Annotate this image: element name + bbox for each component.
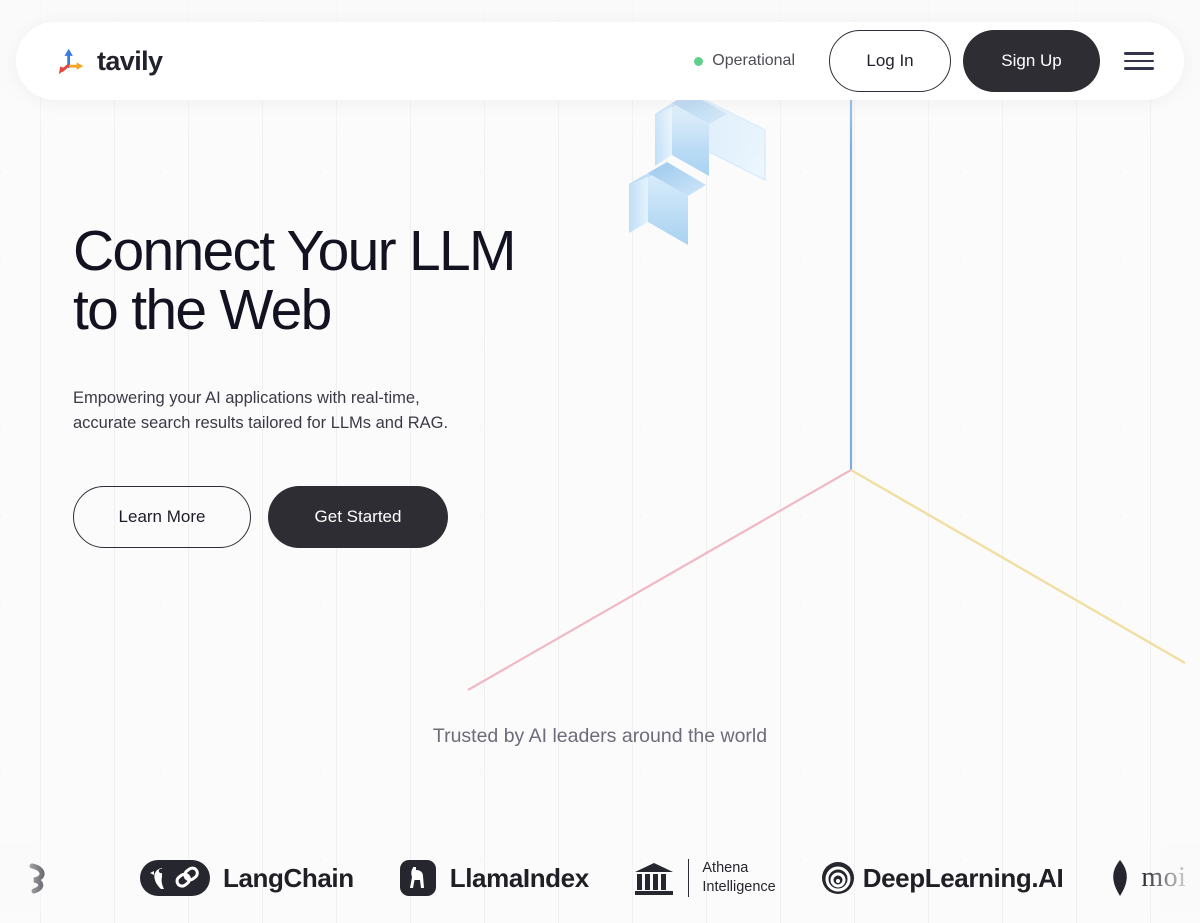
get-started-button[interactable]: Get Started bbox=[268, 486, 448, 548]
logo-label: moi bbox=[1141, 862, 1187, 893]
spiral-icon bbox=[821, 862, 854, 894]
logo-label: Athena Intelligence bbox=[702, 859, 775, 897]
log-in-button[interactable]: Log In bbox=[829, 30, 951, 92]
hamburger-bar bbox=[1124, 59, 1154, 63]
trusted-heading: Trusted by AI leaders around the world bbox=[432, 725, 768, 747]
logo-label: LlamaIndex bbox=[449, 862, 589, 893]
hamburger-bar bbox=[1124, 67, 1154, 70]
llama-square-icon bbox=[399, 860, 436, 896]
divider bbox=[687, 859, 690, 897]
list-item[interactable]: LangChain bbox=[140, 857, 354, 899]
list-item[interactable]: DeepLearning.AI bbox=[820, 860, 1064, 896]
brand-name: tavily bbox=[97, 45, 163, 76]
hero-title-line-2: to the Web bbox=[73, 278, 332, 342]
hero-subtitle-line-1: Empowering your AI applications with rea… bbox=[73, 389, 420, 407]
list-item[interactable] bbox=[26, 858, 84, 898]
partner-logo-marquee: LangChain LlamaIndex Athena Inte bbox=[0, 843, 1200, 913]
header-actions: Operational Log In Sign Up bbox=[694, 30, 1156, 92]
leaf-seed-icon bbox=[1113, 860, 1128, 896]
hamburger-menu-icon[interactable] bbox=[1122, 44, 1156, 78]
logo-label: DeepLearning.AI bbox=[862, 862, 1064, 893]
site-header: tavily Operational Log In Sign Up bbox=[16, 22, 1184, 100]
page-title: Connect Your LLM to the Web bbox=[73, 222, 593, 340]
list-item[interactable]: LlamaIndex bbox=[398, 858, 589, 898]
hero-subtitle: Empowering your AI applications with rea… bbox=[73, 386, 503, 436]
list-item[interactable]: Athena Intelligence bbox=[633, 858, 776, 898]
learn-more-button[interactable]: Learn More bbox=[73, 486, 251, 548]
parrot-chain-icon bbox=[140, 860, 210, 896]
partial-crescent-icon bbox=[29, 863, 45, 894]
brand-logo[interactable]: tavily bbox=[56, 45, 163, 77]
status-dot-icon bbox=[694, 56, 704, 66]
hamburger-bar bbox=[1124, 52, 1154, 55]
status-indicator[interactable]: Operational bbox=[694, 52, 795, 70]
status-label: Operational bbox=[712, 52, 795, 69]
athena-label-line-2: Intelligence bbox=[702, 879, 776, 895]
hero-cta-group: Learn More Get Started bbox=[73, 486, 593, 548]
hero-title-line-1: Connect Your LLM bbox=[73, 219, 517, 283]
list-item[interactable]: moi bbox=[1107, 856, 1186, 900]
sign-up-button[interactable]: Sign Up bbox=[963, 30, 1100, 92]
logo-label: LangChain bbox=[223, 862, 354, 893]
hero-subtitle-line-2: accurate search results tailored for LLM… bbox=[73, 414, 449, 432]
axis-arrows-logo-icon bbox=[58, 48, 84, 75]
hero-section: Connect Your LLM to the Web Empowering y… bbox=[73, 222, 593, 548]
classical-building-icon bbox=[634, 863, 673, 895]
athena-label-line-1: Athena bbox=[702, 860, 749, 876]
